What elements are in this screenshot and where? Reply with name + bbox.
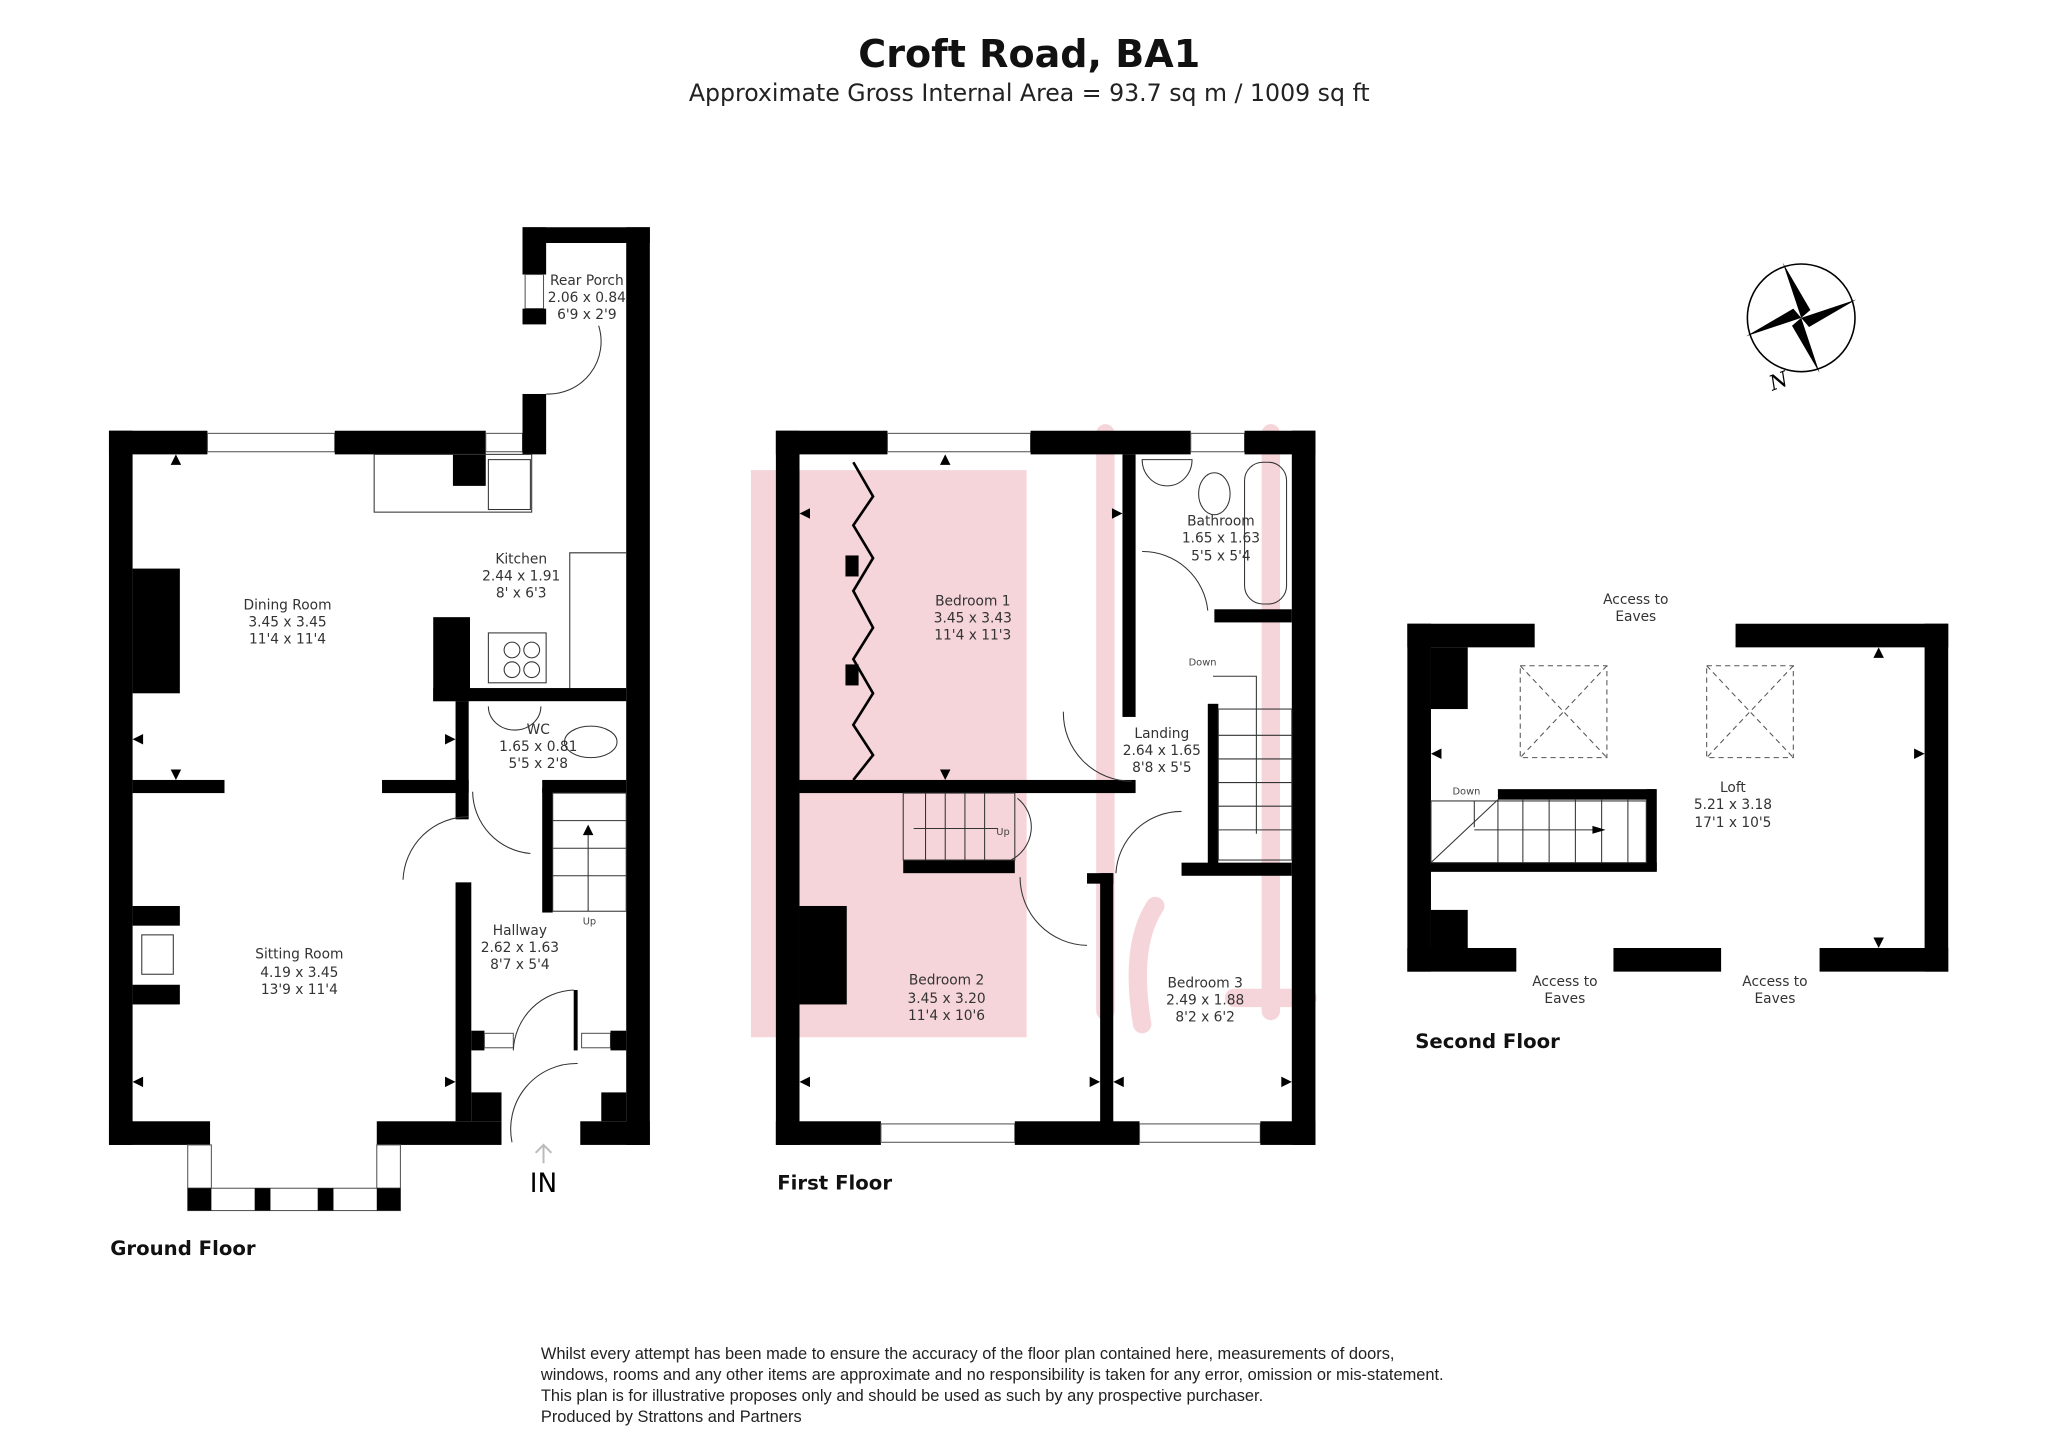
ground-floor-plan: Up IN Rear Porch 2.06 x 0.84 6'9 x 2'9 K…: [108, 227, 650, 1260]
svg-text:This plan is for illustrative: This plan is for illustrative proposes o…: [541, 1387, 1263, 1405]
svg-text:Dining Room: Dining Room: [243, 597, 331, 613]
room-bedroom-2: Bedroom 2 3.45 x 3.20 11'4 x 10'6: [907, 973, 985, 1024]
ground-stairs-label: Up: [583, 916, 596, 927]
page-subtitle: Approximate Gross Internal Area = 93.7 s…: [689, 79, 1370, 107]
watermark-stroke-2: [1128, 896, 1165, 1034]
svg-text:Rear Porch: Rear Porch: [550, 273, 624, 289]
svg-text:Eaves: Eaves: [1544, 991, 1585, 1007]
svg-text:Produced by Strattons and Part: Produced by Strattons and Partners: [541, 1408, 802, 1426]
svg-text:Bedroom 2: Bedroom 2: [909, 973, 984, 989]
svg-text:5'5 x 5'4: 5'5 x 5'4: [1191, 549, 1251, 565]
page-title: Croft Road, BA1: [858, 32, 1200, 76]
svg-text:8'7 x 5'4: 8'7 x 5'4: [490, 957, 550, 973]
svg-text:1.65 x 0.81: 1.65 x 0.81: [499, 739, 577, 755]
compass-icon: N: [1746, 262, 1857, 396]
first-floor-label: First Floor: [777, 1172, 892, 1195]
second-floor-label: Second Floor: [1415, 1030, 1560, 1053]
room-rear-porch: Rear Porch 2.06 x 0.84 6'9 x 2'9: [548, 273, 626, 323]
svg-text:Eaves: Eaves: [1754, 991, 1795, 1007]
room-bedroom-3: Bedroom 3 2.49 x 1.88 8'2 x 6'2: [1166, 975, 1244, 1025]
eaves-access-bottom-right: Access to Eaves: [1742, 974, 1807, 1007]
svg-text:13'9 x 11'4: 13'9 x 11'4: [261, 982, 338, 998]
svg-text:8' x 6'3: 8' x 6'3: [496, 585, 547, 601]
svg-text:17'1 x 10'5: 17'1 x 10'5: [1694, 815, 1771, 831]
room-dining-room: Dining Room 3.45 x 3.45 11'4 x 11'4: [243, 597, 331, 647]
svg-text:Whilst every attempt has been: Whilst every attempt has been made to en…: [541, 1345, 1395, 1363]
room-kitchen: Kitchen 2.44 x 1.91 8' x 6'3: [482, 551, 560, 601]
compass-north-label: N: [1765, 367, 1792, 396]
svg-text:Eaves: Eaves: [1615, 609, 1656, 625]
svg-text:Access to: Access to: [1532, 974, 1597, 990]
room-loft: Loft 5.21 x 3.18 17'1 x 10'5: [1694, 780, 1772, 831]
svg-text:Landing: Landing: [1134, 726, 1189, 742]
entrance-label: IN: [530, 1169, 557, 1199]
svg-text:11'4 x 10'6: 11'4 x 10'6: [908, 1008, 985, 1024]
svg-text:2.44 x 1.91: 2.44 x 1.91: [482, 568, 560, 584]
svg-text:Loft: Loft: [1720, 780, 1746, 796]
svg-text:Access to: Access to: [1742, 974, 1807, 990]
svg-text:Access to: Access to: [1603, 592, 1668, 608]
svg-text:Kitchen: Kitchen: [495, 551, 547, 567]
svg-text:4.19 x 3.45: 4.19 x 3.45: [260, 965, 338, 981]
svg-text:11'4 x 11'4: 11'4 x 11'4: [249, 631, 326, 647]
room-wc: WC 1.65 x 0.81 5'5 x 2'8: [499, 722, 577, 772]
svg-text:2.64 x 1.65: 2.64 x 1.65: [1123, 743, 1201, 759]
room-bedroom-1: Bedroom 1 3.45 x 3.43 11'4 x 11'3: [934, 593, 1012, 643]
eaves-access-bottom-left: Access to Eaves: [1532, 974, 1597, 1007]
entrance-arrow-icon: [534, 1143, 553, 1164]
svg-text:Bedroom 3: Bedroom 3: [1167, 975, 1242, 991]
svg-text:2.06 x 0.84: 2.06 x 0.84: [548, 290, 626, 306]
svg-text:Hallway: Hallway: [493, 923, 547, 939]
second-stairs-down-label: Down: [1452, 786, 1480, 797]
svg-text:Bathroom: Bathroom: [1187, 513, 1255, 529]
svg-text:5'5 x 2'8: 5'5 x 2'8: [509, 756, 569, 772]
svg-text:6'9 x 2'9: 6'9 x 2'9: [557, 307, 617, 323]
svg-text:8'8 x 5'5: 8'8 x 5'5: [1132, 760, 1192, 776]
svg-text:2.62 x 1.63: 2.62 x 1.63: [481, 940, 559, 956]
svg-text:5.21 x 3.18: 5.21 x 3.18: [1694, 797, 1772, 813]
svg-text:Bedroom 1: Bedroom 1: [935, 593, 1010, 609]
first-stairs-up-label: Up: [996, 827, 1009, 838]
svg-text:11'4 x 11'3: 11'4 x 11'3: [934, 627, 1011, 643]
second-floor-plan: Down Loft 5.21 x 3.18 17'1 x 10'5 Access…: [1407, 592, 1949, 1053]
first-stairs-down-label: Down: [1189, 658, 1217, 669]
svg-text:3.45 x 3.43: 3.45 x 3.43: [934, 610, 1012, 626]
svg-text:Sitting Room: Sitting Room: [255, 946, 343, 962]
measurement-arrows: [132, 454, 1925, 1088]
svg-text:8'2 x 6'2: 8'2 x 6'2: [1175, 1010, 1235, 1026]
svg-text:windows, rooms and any other i: windows, rooms and any other items are a…: [540, 1366, 1444, 1384]
ground-floor-label: Ground Floor: [110, 1237, 256, 1260]
svg-text:3.45 x 3.45: 3.45 x 3.45: [248, 614, 326, 630]
eaves-access-top: Access to Eaves: [1603, 592, 1668, 625]
room-hallway: Hallway 2.62 x 1.63 8'7 x 5'4: [481, 923, 559, 973]
room-bathroom: Bathroom 1.65 x 1.63 5'5 x 5'4: [1182, 513, 1260, 564]
disclaimer: Whilst every attempt has been made to en…: [540, 1345, 1444, 1426]
room-sitting-room: Sitting Room 4.19 x 3.45 13'9 x 11'4: [255, 946, 343, 997]
room-landing: Landing 2.64 x 1.65 8'8 x 5'5: [1123, 726, 1201, 776]
svg-text:1.65 x 1.63: 1.65 x 1.63: [1182, 530, 1260, 546]
first-floor-plan: Down Up Bedroom 1 3.45 x 3.43 11'4 x 11'…: [775, 430, 1316, 1195]
svg-text:3.45 x 3.20: 3.45 x 3.20: [907, 991, 985, 1007]
svg-text:2.49 x 1.88: 2.49 x 1.88: [1166, 992, 1244, 1008]
svg-text:WC: WC: [527, 722, 550, 738]
